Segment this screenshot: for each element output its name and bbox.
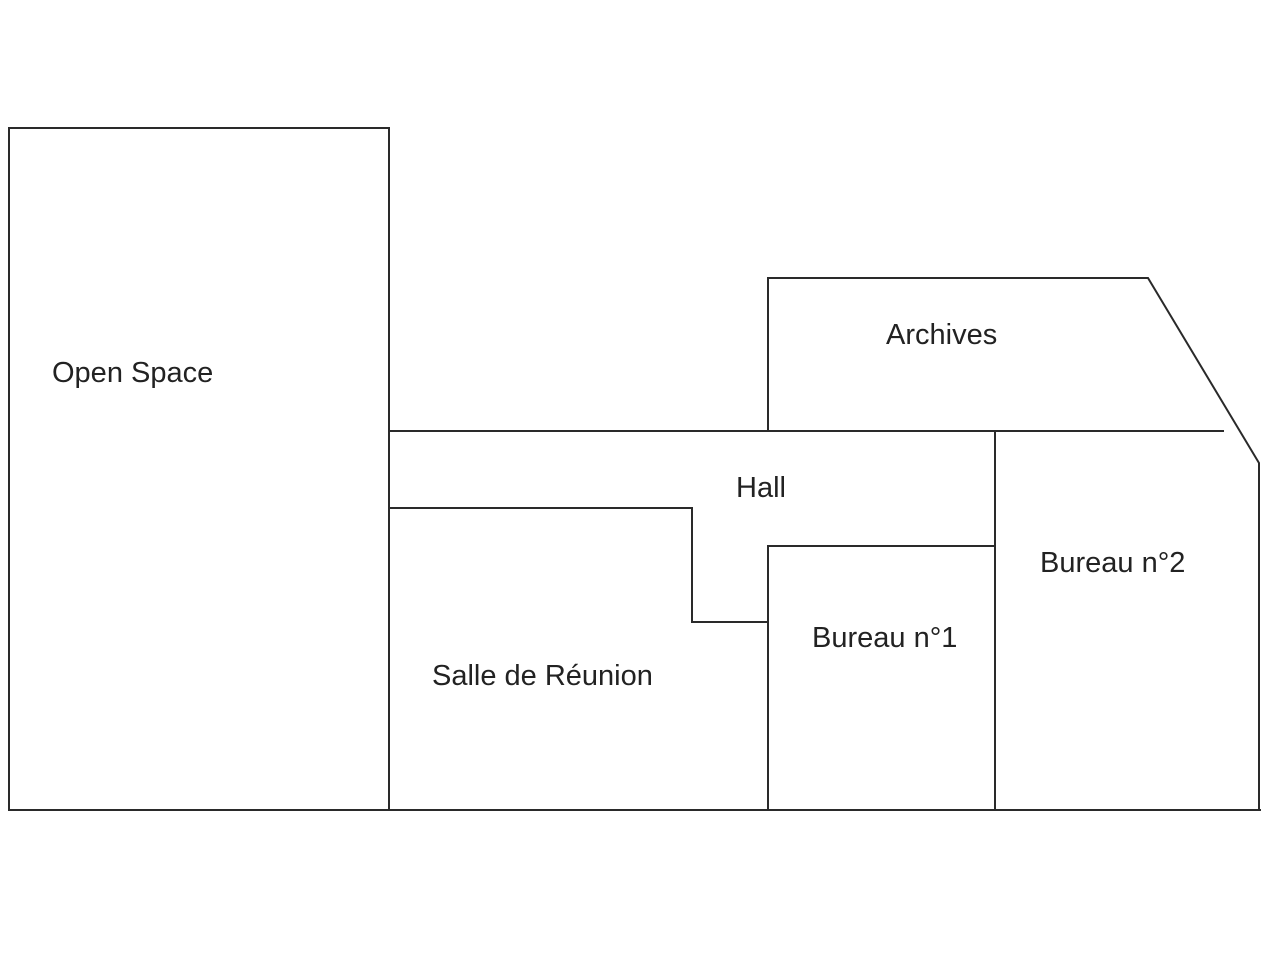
- room-label-open-space: Open Space: [52, 357, 213, 389]
- room-label-bureau-2: Bureau n°2: [1040, 547, 1185, 579]
- room-label-salle-de-reunion: Salle de Réunion: [432, 660, 653, 692]
- open-space-room: [8, 127, 390, 811]
- room-label-archives: Archives: [886, 319, 997, 351]
- room-label-hall: Hall: [736, 472, 786, 504]
- bureau-1-wall: [767, 545, 996, 811]
- archives-room-wall: [767, 277, 1260, 811]
- room-label-bureau-1: Bureau n°1: [812, 622, 957, 654]
- salle-de-reunion-wall: [388, 507, 769, 623]
